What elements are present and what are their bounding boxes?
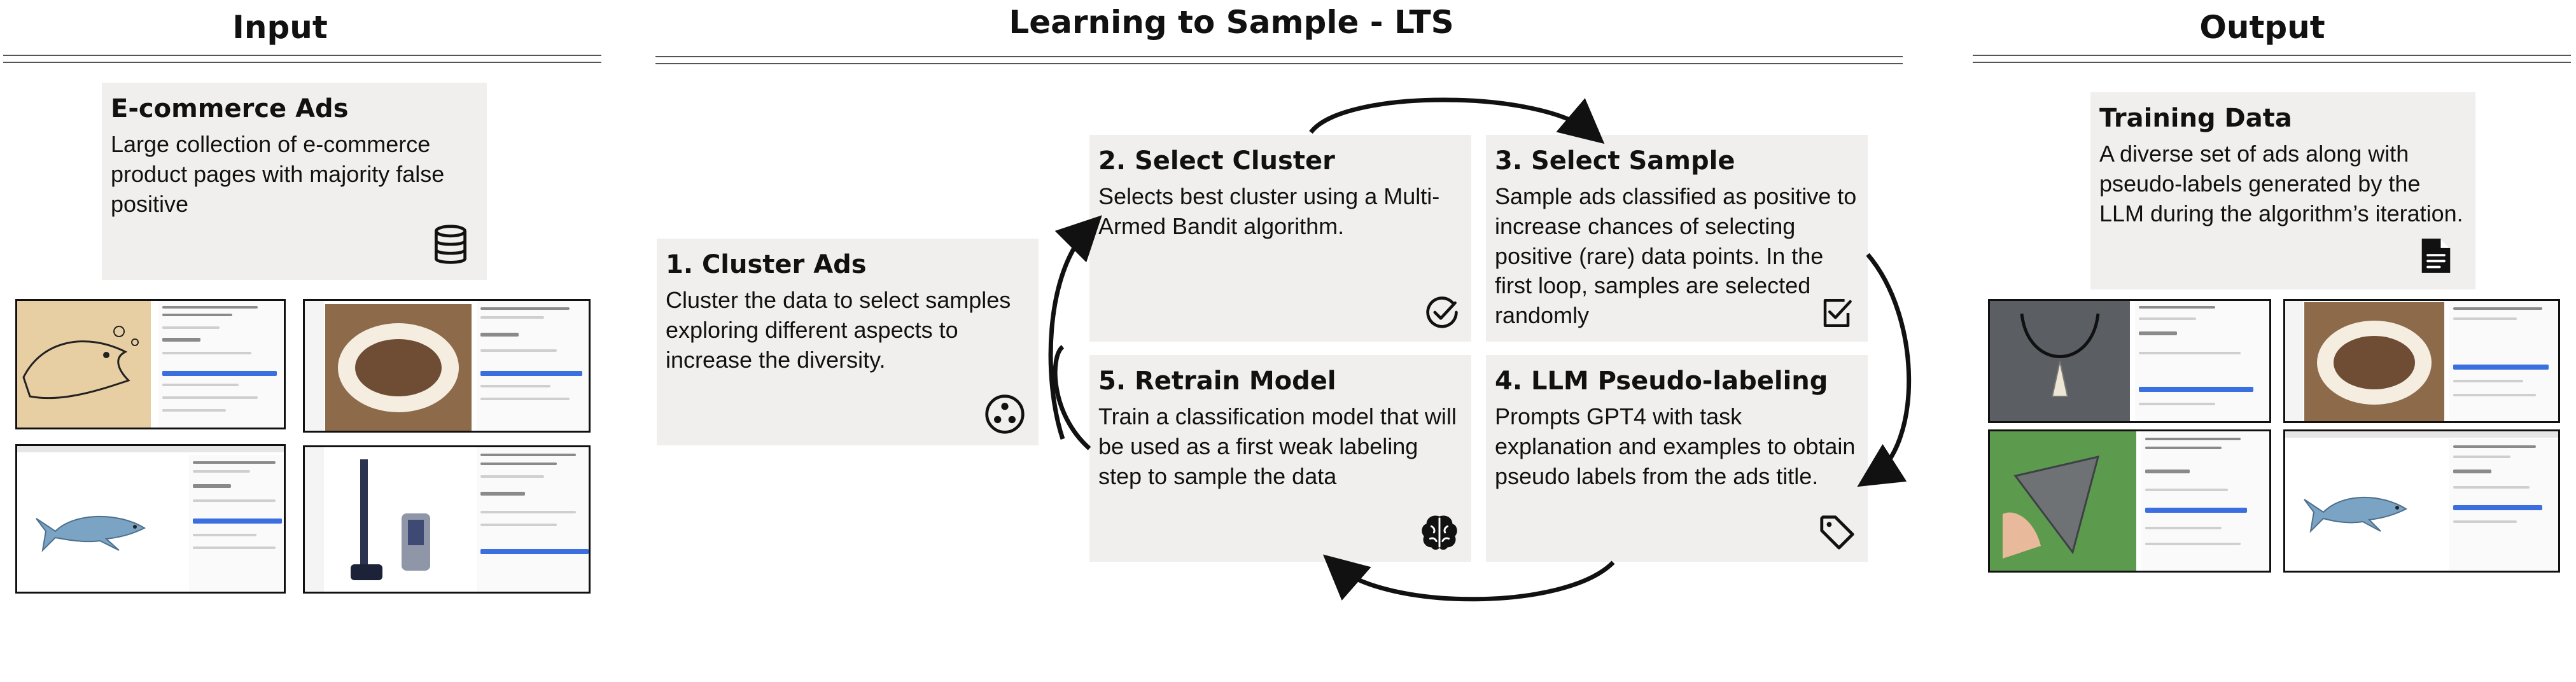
input-divider	[3, 55, 601, 63]
step-1-text: Cluster the data to select samples explo…	[666, 287, 1011, 373]
output-box-text: A diverse set of ads along with pseudo-l…	[2099, 141, 2463, 226]
step-4-llm-pseudo-labeling: 4. LLM Pseudo-labeling Prompts GPT4 with…	[1486, 355, 1868, 562]
shark-drawing-image	[17, 301, 151, 428]
output-divider	[1973, 55, 2571, 63]
shark-jaw-image	[325, 304, 472, 431]
document-icon	[2421, 239, 2451, 273]
input-section-title: Input	[232, 9, 328, 46]
database-icon	[435, 225, 466, 264]
step-2-select-cluster: 2. Select Cluster Selects best cluster u…	[1089, 135, 1471, 342]
shark-toy-image	[36, 515, 146, 552]
step-2-title: 2. Select Cluster	[1098, 146, 1335, 176]
step-5-text: Train a classification model that will b…	[1098, 403, 1457, 489]
arrow-step4-to-step5	[1322, 554, 1615, 602]
vacuum-image	[351, 459, 430, 580]
arrow-step2-to-step3	[1309, 97, 1605, 144]
step-3-select-sample: 3. Select Sample Sample ads classified a…	[1486, 135, 1868, 342]
step-3-text: Sample ads classified as positive to inc…	[1495, 183, 1857, 329]
output-thumbnail-shark-toy	[2283, 429, 2560, 573]
step-4-title: 4. LLM Pseudo-labeling	[1495, 366, 1828, 396]
lts-divider	[655, 56, 1903, 64]
step-2-text: Selects best cluster using a Multi-Armed…	[1098, 183, 1440, 239]
input-box-title: E-commerce Ads	[111, 94, 349, 123]
output-thumbnail-tooth-necklace	[1988, 299, 2271, 423]
output-box-title: Training Data	[2099, 104, 2292, 133]
cluster-icon	[985, 394, 1025, 434]
output-thumbnail-tooth-fossil	[1988, 429, 2271, 573]
step-1-cluster-ads: 1. Cluster Ads Cluster the data to selec…	[657, 239, 1039, 445]
output-box: Training Data A diverse set of ads along…	[2090, 92, 2475, 289]
output-shark-toy-image	[2304, 496, 2408, 533]
output-shark-jaw-image	[2304, 302, 2444, 421]
input-box: E-commerce Ads Large collection of e-com…	[102, 83, 487, 280]
arrow-step3-to-step4	[1857, 253, 1912, 487]
tooth-fossil-image	[1990, 431, 2136, 571]
step-5-title: 5. Retrain Model	[1098, 366, 1336, 396]
lts-section-title: Learning to Sample - LTS	[1009, 4, 1454, 41]
arrow-step5-to-step2	[1053, 345, 1091, 450]
arrow-step1-to-step2	[1048, 215, 1102, 440]
input-thumbnail-shark-drawing	[15, 299, 286, 429]
input-thumbnail-vacuum	[303, 445, 591, 594]
brain-icon	[1422, 515, 1457, 550]
input-thumbnail-shark-jaw	[303, 299, 591, 433]
check-circle-icon	[1426, 296, 1458, 328]
checkbox-icon	[1823, 298, 1852, 328]
output-thumbnail-shark-jaw	[2283, 299, 2560, 423]
step-3-title: 3. Select Sample	[1495, 146, 1735, 176]
step-5-retrain-model: 5. Retrain Model Train a classification …	[1089, 355, 1471, 562]
necklace-image	[1990, 301, 2130, 421]
step-4-text: Prompts GPT4 with task explanation and e…	[1495, 403, 1856, 489]
input-thumbnail-shark-toy	[15, 444, 286, 594]
tag-icon	[1820, 515, 1854, 550]
output-section-title: Output	[2199, 9, 2325, 46]
step-1-title: 1. Cluster Ads	[666, 250, 867, 279]
input-box-text: Large collection of e-commerce product p…	[111, 131, 445, 217]
